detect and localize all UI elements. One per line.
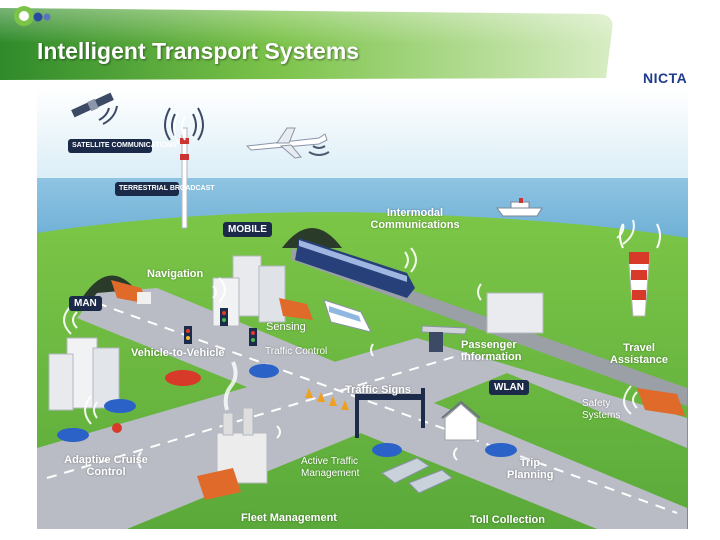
- nicta-logo: [14, 6, 51, 26]
- mobile-tag: MOBILE: [223, 222, 272, 237]
- train-icon: [295, 238, 415, 298]
- bus-icon: [323, 299, 372, 333]
- page-title: Intelligent Transport Systems: [37, 38, 360, 64]
- active-traffic-management-label: Active Traffic Management: [301, 456, 360, 479]
- adaptive-cruise-control-label: Adaptive Cruise Control: [64, 454, 148, 478]
- traffic-control-label: Traffic Control: [265, 346, 328, 357]
- toll-gate-icon: [355, 388, 453, 494]
- logo-text: NICTA: [643, 70, 688, 84]
- ship-icon: [496, 198, 543, 217]
- broadcast-tower-icon: [164, 107, 204, 229]
- house-icon: [441, 400, 481, 441]
- its-diagram: SATELLITE COMMUNICATIONS TERRESTRIAL BRO…: [37, 88, 688, 529]
- traffic-cones: [305, 388, 349, 410]
- header-banner: [0, 0, 720, 84]
- wlan-tag: WLAN: [489, 380, 529, 395]
- slide-header: Intelligent Transport Systems NICTA: [0, 0, 720, 84]
- toll-collection-label: Toll Collection: [470, 514, 545, 526]
- lighthouse-icon: [619, 223, 661, 317]
- terrestrial-broadcast-tag: TERRESTRIAL BROADCAST: [115, 182, 215, 196]
- buildings: [48, 255, 286, 411]
- satellite-icon: [71, 92, 118, 125]
- wireless-signal-icon: [63, 111, 638, 469]
- station-icon: [421, 292, 544, 352]
- traffic-signs-label: Traffic Signs: [345, 384, 412, 396]
- intermodal-communications-label: Intermodal Communications: [370, 207, 460, 231]
- sensing-label: Sensing: [266, 321, 306, 333]
- safety-systems-label: Safety Systems: [582, 398, 621, 421]
- passenger-information-label: Passenger Information: [461, 339, 522, 363]
- travel-assistance-label: Travel Assistance: [609, 342, 669, 366]
- traffic-light-icon: [184, 308, 257, 346]
- navigation-label: Navigation: [147, 268, 204, 280]
- fleet-management-label: Fleet Management: [241, 512, 337, 524]
- man-tag: MAN: [69, 296, 102, 311]
- airplane-icon: [245, 127, 328, 159]
- stop-sign-icon: [112, 423, 122, 433]
- car-icon: [57, 364, 517, 457]
- vehicle-to-vehicle-label: Vehicle-to-Vehicle: [131, 347, 225, 359]
- satellite-communications-tag: SATELLITE COMMUNICATIONS: [68, 139, 177, 153]
- trip-planning-label: Trip Planning: [507, 457, 554, 481]
- truck-icon: [111, 280, 685, 500]
